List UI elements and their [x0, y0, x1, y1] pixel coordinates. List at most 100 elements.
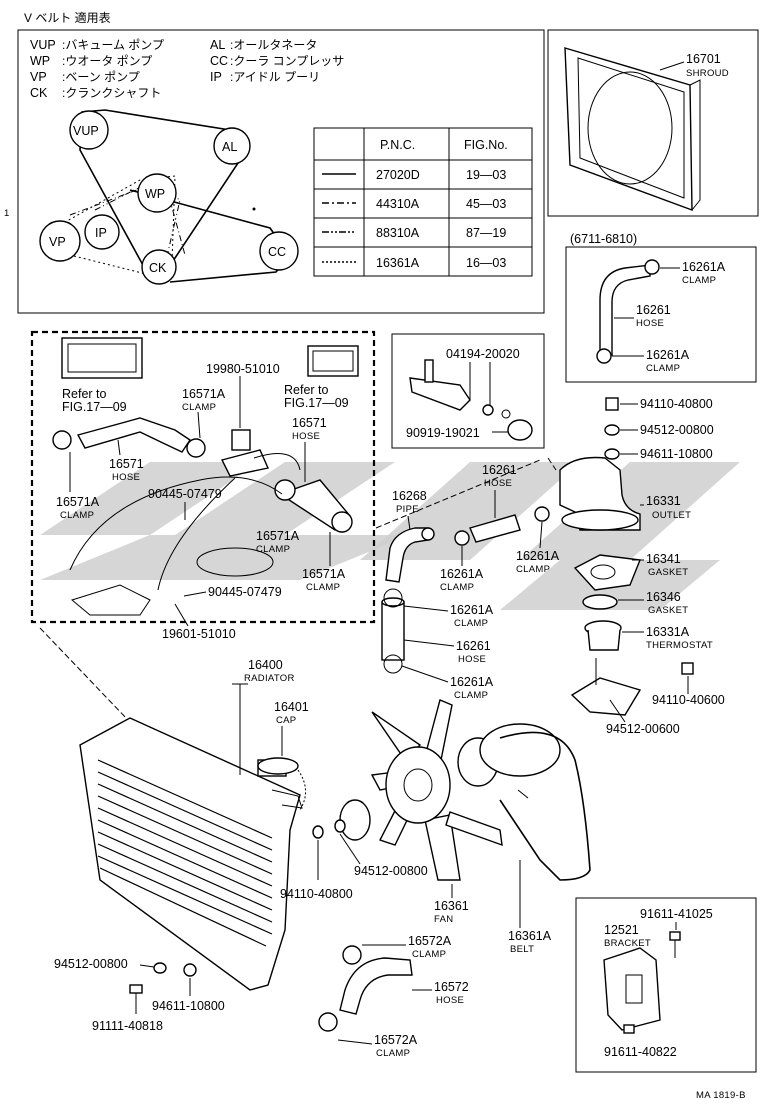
- svg-text:16261A: 16261A: [450, 675, 494, 689]
- outlet-pn: 16331: [646, 494, 681, 508]
- svg-text:CLAMP: CLAMP: [454, 618, 488, 629]
- svg-text:Refer to: Refer to: [62, 387, 107, 401]
- serial-range: (6711-6810): [570, 232, 637, 246]
- svg-text:VUP: VUP: [73, 124, 99, 138]
- belt-legend: V ベルト 適用表 VUP:バキューム ポンプ WP:ウオータ ポンプ VP:ベ…: [4, 10, 545, 314]
- svg-text:CAP: CAP: [276, 715, 296, 726]
- svg-text:16400: 16400: [248, 658, 283, 672]
- svg-text:91611-40822: 91611-40822: [604, 1045, 677, 1059]
- svg-text:HOSE: HOSE: [636, 318, 664, 329]
- svg-text:16—03: 16—03: [466, 256, 506, 270]
- svg-text:GASKET: GASKET: [648, 567, 688, 578]
- svg-text::クランクシャフト: :クランクシャフト: [62, 86, 161, 100]
- svg-text:HOSE: HOSE: [292, 431, 320, 442]
- svg-text:VP: VP: [49, 235, 66, 249]
- gasket-pn: 16341: [646, 552, 681, 566]
- svg-text:90445-07479: 90445-07479: [208, 585, 282, 599]
- table-row: 16361A: [376, 256, 420, 270]
- clamp-label: 16261A: [646, 348, 690, 362]
- svg-text:CLAMP: CLAMP: [182, 402, 216, 413]
- svg-text:CK: CK: [30, 86, 48, 100]
- svg-text:RADIATOR: RADIATOR: [244, 673, 295, 684]
- svg-text:19601-51010: 19601-51010: [162, 627, 236, 641]
- dot-mark: [252, 207, 256, 211]
- svg-text:AL: AL: [222, 140, 237, 154]
- legend-title: V ベルト 適用表: [24, 10, 111, 25]
- svg-text:HOSE: HOSE: [436, 995, 464, 1006]
- svg-text:16261A: 16261A: [450, 603, 494, 617]
- svg-text:90445-07479: 90445-07479: [148, 487, 222, 501]
- lower-hose: 16572A CLAMP 16572 HOSE 16572A CLAMP: [318, 934, 469, 1059]
- svg-text::ウオータ ポンプ: :ウオータ ポンプ: [62, 54, 152, 68]
- svg-text:16571A: 16571A: [302, 567, 346, 581]
- svg-text:94611-10800: 94611-10800: [152, 999, 225, 1013]
- svg-text:FIG.17—09: FIG.17—09: [284, 396, 349, 410]
- svg-text:THERMOSTAT: THERMOSTAT: [646, 640, 713, 651]
- svg-text:16261A: 16261A: [516, 549, 560, 563]
- svg-text:16401: 16401: [274, 700, 309, 714]
- table-row: 27020D: [376, 168, 420, 182]
- svg-text::ベーン ポンプ: :ベーン ポンプ: [62, 70, 140, 84]
- svg-text:VP: VP: [30, 70, 47, 84]
- reserve-tank-box: Refer to FIG.17—09 Refer to FIG.17—09 16…: [30, 330, 376, 641]
- svg-text:94110-40600: 94110-40600: [652, 693, 725, 707]
- svg-text:FAN: FAN: [434, 914, 453, 925]
- outlet-thermostat: 16331 OUTLET 16341 GASKET 16346 GASKET 1…: [559, 456, 725, 736]
- svg-text:GASKET: GASKET: [648, 605, 688, 616]
- svg-text:WP: WP: [145, 187, 165, 201]
- cap-pn: 90919-19021: [406, 426, 480, 440]
- bypass-hose-box: (6711-6810) 16261A CLAMP 16261 HOSE 1626…: [565, 232, 757, 383]
- hardware-right: 94110-40800 94512-00800 94611-10800: [604, 397, 714, 461]
- clamp-label: 16261A: [682, 260, 726, 274]
- svg-text:94110-40800: 94110-40800: [640, 397, 713, 411]
- table-row: 44310A: [376, 197, 420, 211]
- table-row: 88310A: [376, 226, 420, 240]
- shroud-box: 16701 SHROUD: [547, 29, 759, 217]
- svg-text::アイドル プーリ: :アイドル プーリ: [230, 70, 320, 84]
- svg-text:16361A: 16361A: [508, 929, 552, 943]
- fan-assembly: 94512-00800 94110-40800 16361 FAN 16361A…: [280, 699, 591, 955]
- svg-text:AL: AL: [210, 38, 225, 52]
- svg-text:94512-00800: 94512-00800: [640, 423, 714, 437]
- svg-text:16571: 16571: [109, 457, 144, 471]
- svg-text:PIPE: PIPE: [396, 504, 419, 515]
- svg-text:91111-40818: 91111-40818: [92, 1019, 163, 1033]
- svg-text:94512-00800: 94512-00800: [354, 864, 428, 878]
- gasket-pn: 16346: [646, 590, 681, 604]
- shroud-pn: 16701: [686, 52, 721, 66]
- svg-text:OUTLET: OUTLET: [652, 510, 691, 521]
- svg-text:16261: 16261: [482, 463, 517, 477]
- svg-text:12521: 12521: [604, 923, 639, 937]
- margin-mark: 1: [4, 208, 10, 219]
- svg-text:HOSE: HOSE: [112, 472, 140, 483]
- svg-text:16571A: 16571A: [256, 529, 300, 543]
- pipe-hoses-middle: 16261 HOSE 16268 PIPE 16261A CLAMP 16261…: [381, 463, 560, 701]
- svg-text:94611-10800: 94611-10800: [640, 447, 713, 461]
- bracket-box: 91611-41025 12521 BRACKET 91611-40822: [575, 897, 757, 1073]
- svg-text:87—19: 87—19: [466, 226, 506, 240]
- svg-text:CLAMP: CLAMP: [440, 582, 474, 593]
- svg-text:16261: 16261: [456, 639, 491, 653]
- svg-text:16571A: 16571A: [56, 495, 100, 509]
- svg-text:BRACKET: BRACKET: [604, 938, 651, 949]
- svg-text:16571: 16571: [292, 416, 327, 430]
- svg-text:HOSE: HOSE: [484, 478, 512, 489]
- svg-text:16572A: 16572A: [374, 1033, 418, 1047]
- svg-text:WP: WP: [30, 54, 50, 68]
- svg-text:CLAMP: CLAMP: [60, 510, 94, 521]
- diagram-code: MA 1819-B: [696, 1090, 746, 1101]
- svg-text:VUP: VUP: [30, 38, 56, 52]
- svg-text:CLAMP: CLAMP: [646, 363, 680, 374]
- hose-label: 16261: [636, 303, 671, 317]
- watermark: [40, 462, 740, 610]
- valve-pn: 04194-20020: [446, 347, 520, 361]
- svg-text:IP: IP: [210, 70, 222, 84]
- svg-text:16268: 16268: [392, 489, 427, 503]
- svg-text:CK: CK: [149, 261, 167, 275]
- svg-text:CLAMP: CLAMP: [682, 275, 716, 286]
- legend-codes: VUP:バキューム ポンプ WP:ウオータ ポンプ VP:ベーン ポンプ CK:…: [30, 38, 344, 100]
- connector-lines: [39, 457, 557, 721]
- svg-text:BELT: BELT: [510, 944, 534, 955]
